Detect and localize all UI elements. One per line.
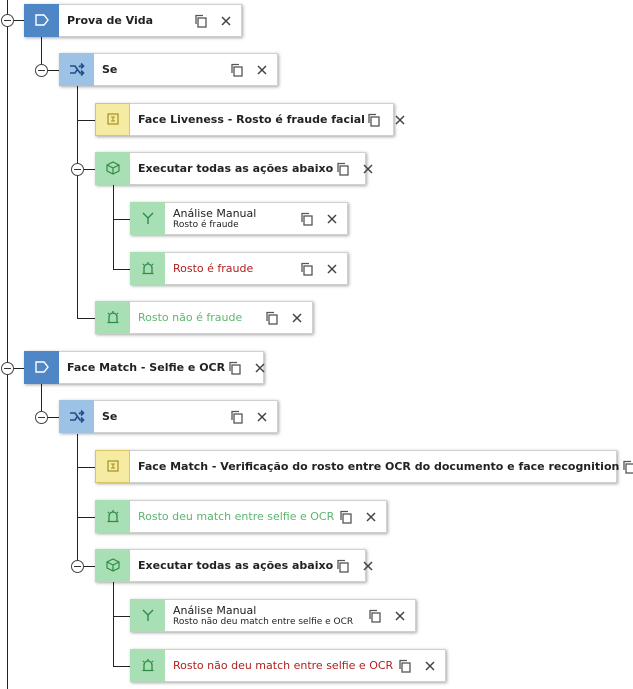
tree-line [77, 169, 95, 170]
close-icon[interactable] [323, 260, 341, 278]
node-sublabel: Rosto é fraude [173, 219, 239, 230]
collapse-toggle-prova-de-vida[interactable] [1, 14, 14, 27]
copy-icon[interactable] [395, 657, 413, 675]
node-label: Rosto não deu match entre selfie e OCR [173, 659, 394, 672]
tree-line [41, 384, 42, 418]
copy-icon[interactable] [297, 210, 315, 228]
close-icon[interactable] [251, 359, 269, 377]
collapse-toggle-face-match-group[interactable] [1, 362, 14, 375]
node-label: Face Match - Verificação do rosto entre … [138, 460, 620, 473]
tree-line [113, 666, 130, 667]
close-icon[interactable] [217, 12, 235, 30]
tree-line [113, 219, 130, 220]
close-icon[interactable] [421, 657, 439, 675]
fork-icon [130, 201, 165, 235]
tree-line [113, 269, 130, 270]
tree-line [7, 20, 24, 21]
collapse-toggle-se-2[interactable] [35, 411, 48, 424]
check-node-face-match[interactable]: Face Match - Verificação do rosto entre … [95, 449, 633, 483]
tree-line [7, 368, 24, 369]
fork-icon [130, 598, 165, 632]
rule-node-prova-de-vida[interactable]: Prova de Vida [24, 3, 242, 37]
frame-icon [95, 449, 130, 483]
tree-line [113, 185, 114, 269]
copy-icon[interactable] [365, 607, 383, 625]
node-label: Rosto não é fraude [138, 311, 243, 324]
copy-icon[interactable] [333, 160, 351, 178]
tree-line-root [7, 0, 8, 689]
close-icon[interactable] [359, 557, 377, 575]
tree-line [77, 86, 78, 318]
copy-icon[interactable] [227, 408, 245, 426]
copy-icon[interactable] [262, 309, 280, 327]
node-label: Prova de Vida [67, 14, 154, 27]
copy-icon[interactable] [225, 359, 243, 377]
check-node-face-liveness[interactable]: Face Liveness - Rosto é fraude facial [95, 102, 405, 136]
branch-arrows-icon [59, 399, 94, 433]
tree-line [41, 70, 59, 71]
cube-icon [95, 151, 130, 185]
collapse-toggle-executar-1[interactable] [71, 163, 84, 176]
tree-line [41, 417, 59, 418]
close-icon[interactable] [253, 408, 271, 426]
copy-icon[interactable] [297, 260, 315, 278]
node-label: Análise Manual [173, 206, 257, 220]
tag-icon [24, 350, 59, 384]
alarm-icon [130, 251, 165, 285]
alarm-icon [95, 499, 130, 533]
tree-line [113, 582, 114, 666]
close-icon[interactable] [391, 111, 409, 129]
close-icon[interactable] [362, 508, 380, 526]
node-label: Executar todas as ações abaixo [138, 162, 334, 175]
branch-arrows-icon [59, 52, 94, 86]
alarm-icon [95, 300, 130, 334]
action-node-rosto-nao-e-fraude[interactable]: Rosto não é fraude [95, 300, 313, 334]
close-icon[interactable] [253, 61, 271, 79]
tree-line [77, 467, 95, 468]
alarm-icon [130, 648, 165, 682]
condition-node-se[interactable]: Se [59, 52, 278, 86]
action-node-rosto-nao-deu-match[interactable]: Rosto não deu match entre selfie e OCR [130, 648, 446, 682]
copy-icon[interactable] [619, 458, 633, 476]
copy-icon[interactable] [191, 12, 209, 30]
copy-icon[interactable] [365, 111, 383, 129]
tree-line [77, 517, 95, 518]
collapse-toggle-executar-2[interactable] [71, 560, 84, 573]
copy-icon[interactable] [227, 61, 245, 79]
cube-icon [95, 548, 130, 582]
close-icon[interactable] [288, 309, 306, 327]
condition-node-se[interactable]: Se [59, 399, 278, 433]
node-label: Análise Manual [173, 603, 257, 617]
action-node-rosto-deu-match[interactable]: Rosto deu match entre selfie e OCR [95, 499, 387, 533]
action-node-analise-manual[interactable]: Análise Manual Rosto é fraude [130, 201, 348, 235]
node-label: Rosto deu match entre selfie e OCR [138, 510, 335, 523]
tree-line [113, 616, 130, 617]
copy-icon[interactable] [333, 557, 351, 575]
execute-node[interactable]: Executar todas as ações abaixo [95, 548, 373, 582]
tag-icon [24, 3, 59, 37]
tree-line [77, 434, 78, 567]
tree-line [77, 120, 95, 121]
node-label: Se [102, 63, 118, 76]
action-node-rosto-e-fraude[interactable]: Rosto é fraude [130, 251, 348, 285]
rule-node-face-match[interactable]: Face Match - Selfie e OCR [24, 350, 265, 384]
action-node-analise-manual[interactable]: Análise Manual Rosto não deu match entre… [130, 598, 416, 632]
execute-node[interactable]: Executar todas as ações abaixo [95, 151, 373, 185]
close-icon[interactable] [391, 607, 409, 625]
close-icon[interactable] [323, 210, 341, 228]
tree-line [41, 36, 42, 70]
collapse-toggle-se-1[interactable] [35, 64, 48, 77]
tree-line [77, 318, 95, 319]
node-label: Se [102, 410, 118, 423]
node-label: Face Match - Selfie e OCR [67, 361, 226, 374]
frame-icon [95, 102, 130, 136]
node-sublabel: Rosto não deu match entre selfie e OCR [173, 616, 354, 627]
node-label: Rosto é fraude [173, 262, 254, 275]
node-label: Face Liveness - Rosto é fraude facial [138, 113, 365, 126]
copy-icon[interactable] [336, 508, 354, 526]
tree-line [77, 566, 95, 567]
node-label: Executar todas as ações abaixo [138, 559, 334, 572]
close-icon[interactable] [359, 160, 377, 178]
